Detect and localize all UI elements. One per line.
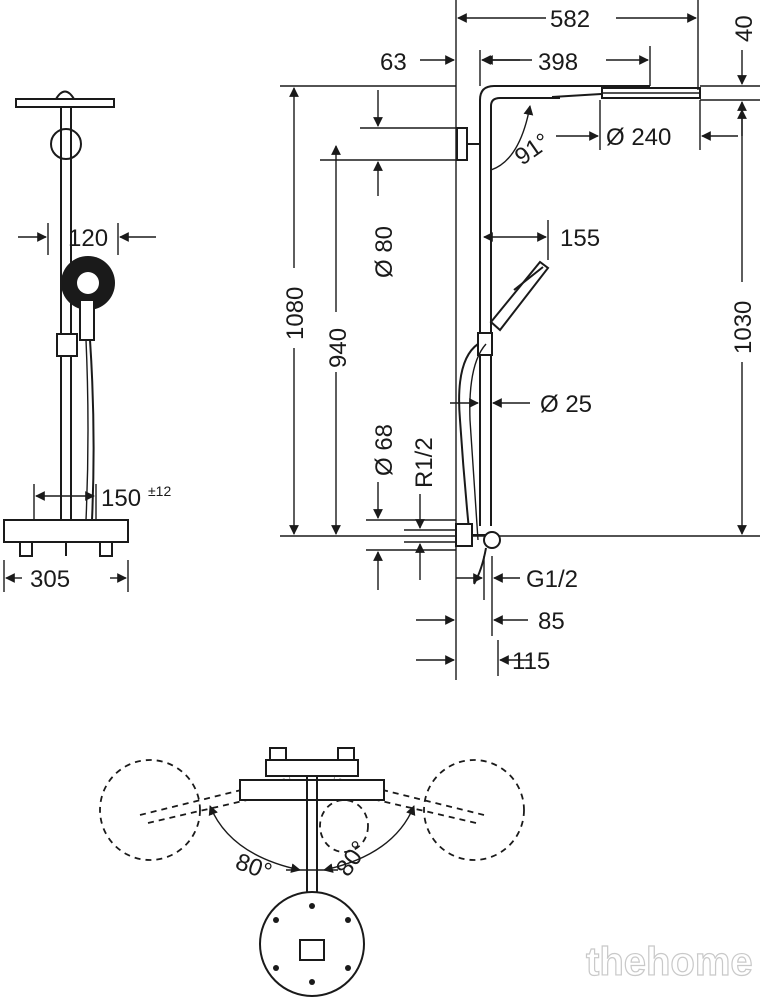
dimension-150-tolerance: ±12 xyxy=(148,483,171,499)
dimension-582: 582 xyxy=(550,6,590,33)
watermark-logo: thehome xyxy=(586,940,753,984)
dimension-398: 398 xyxy=(538,49,578,76)
dimension-120: 120 xyxy=(68,225,108,252)
dimension-r-1-2: R1/2 xyxy=(411,437,438,488)
dimension-angle-right-80: 80° xyxy=(331,836,374,881)
dimension-diameter-80: Ø 80 xyxy=(371,226,398,278)
dimension-85: 85 xyxy=(538,608,565,635)
dimension-115: 115 xyxy=(512,648,550,675)
dimension-155: 155 xyxy=(560,225,600,252)
dimension-angle-left-80: 80° xyxy=(232,848,275,886)
dimension-305: 305 xyxy=(30,566,70,593)
dimension-63: 63 xyxy=(380,49,407,76)
dimension-g-1-2: G1/2 xyxy=(526,566,578,593)
front-view: 120 150 ±12 305 xyxy=(3,90,171,593)
dimension-diameter-240: Ø 240 xyxy=(606,124,671,151)
top-view: 80° 80° xyxy=(99,747,525,997)
dimension-1080: 1080 xyxy=(282,287,309,340)
side-view: 582 63 398 40 Ø 240 91° Ø 80 xyxy=(280,0,760,680)
dimension-150: 150 xyxy=(101,485,141,512)
dimension-940: 940 xyxy=(325,328,352,368)
dimension-angle-91: 91° xyxy=(510,128,555,171)
dimension-diameter-68: Ø 68 xyxy=(371,424,398,476)
dimension-40: 40 xyxy=(731,15,758,42)
dimension-diameter-25: Ø 25 xyxy=(540,391,592,418)
dimension-1030: 1030 xyxy=(730,301,757,354)
